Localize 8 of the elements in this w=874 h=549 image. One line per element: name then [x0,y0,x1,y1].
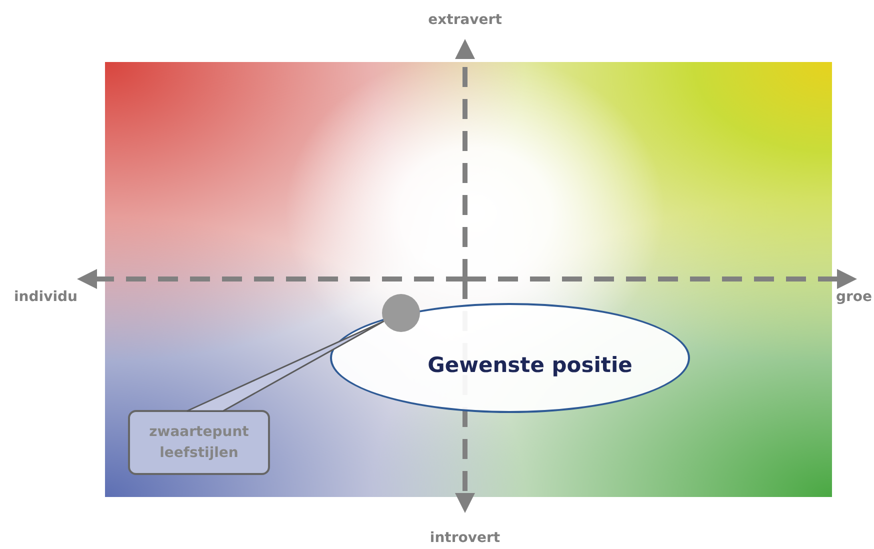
axis-label: individu [14,289,78,305]
axis-label: groe [836,289,872,305]
leader-line [186,320,385,412]
callout-box [128,410,270,475]
axis-label: introvert [430,530,500,546]
position-title: Gewenste positie [428,353,632,377]
axis-label: extravert [428,12,502,28]
callout-text: zwaartepunt leefstijlen [148,422,250,462]
